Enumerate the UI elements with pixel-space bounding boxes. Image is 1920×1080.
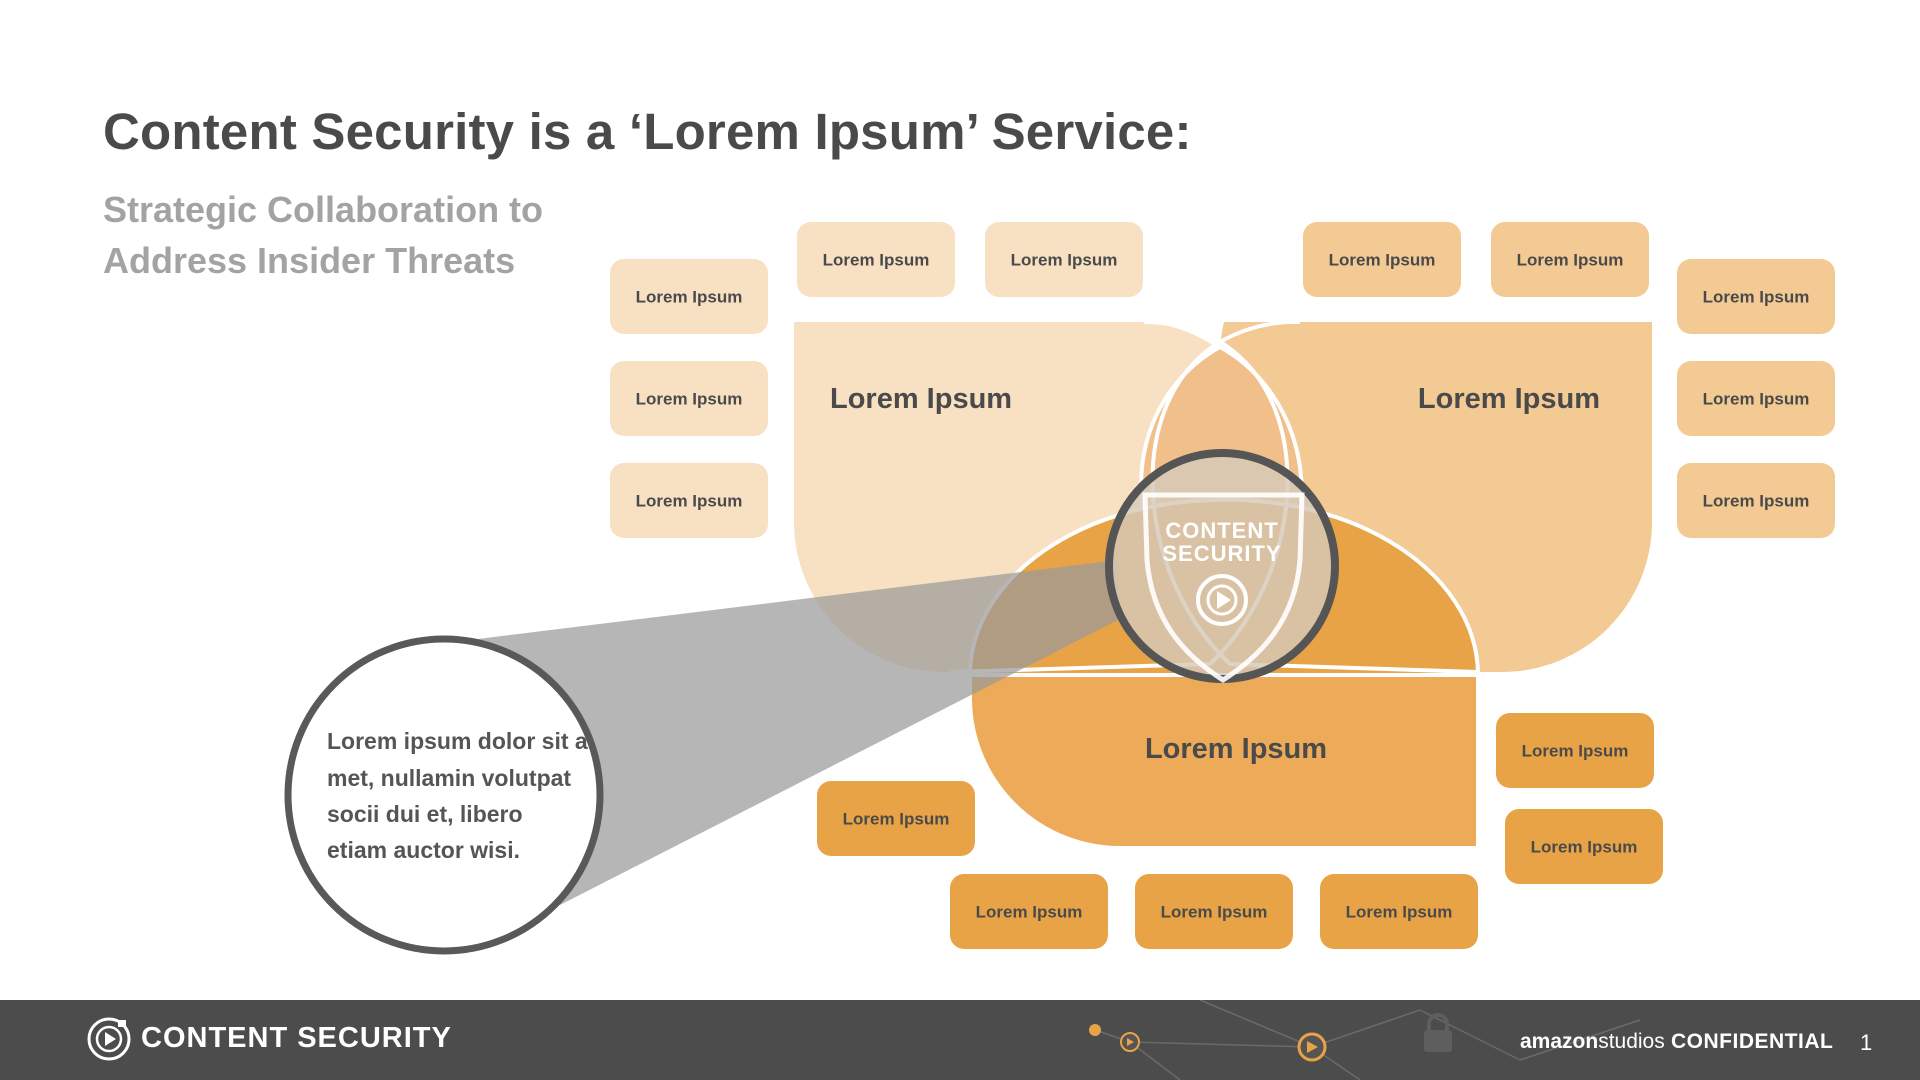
content-security-logo-icon — [87, 1017, 131, 1061]
callout-line-1: Lorem ipsum dolor sit a — [327, 728, 588, 754]
tag-label: Lorem Ipsum — [1329, 251, 1436, 270]
callout-text: Lorem ipsum dolor sit a met, nullamin vo… — [327, 728, 588, 863]
callout-line-3: socii dui et, libero — [327, 801, 523, 827]
lobe-label-bottom: Lorem Ipsum — [1145, 733, 1327, 765]
page-number: 1 — [1860, 1030, 1873, 1055]
page-subtitle: Strategic Collaboration to Address Insid… — [103, 184, 623, 286]
tag-box — [610, 259, 768, 334]
footer-brand: CONTENT SECURITY — [141, 1022, 452, 1054]
tag-box — [610, 361, 768, 436]
tag-box — [1303, 222, 1461, 297]
bottom-lobe — [968, 673, 1480, 850]
tag-label: Lorem Ipsum — [1161, 903, 1268, 922]
callout-line-4: etiam auctor wisi. — [327, 837, 520, 863]
footer-bar: CONTENT SECURITY amazonstudios CONFIDENT… — [0, 1000, 1920, 1080]
tag-box — [797, 222, 955, 297]
globe-play-icon — [1196, 574, 1248, 626]
network-node-icon — [1089, 1024, 1101, 1036]
callout-circle — [284, 635, 604, 955]
tag-box — [950, 874, 1108, 949]
tag-box — [1677, 463, 1835, 538]
callout-cone — [470, 560, 1118, 905]
venn-diagram: CONTENT SECURITY Lorem ipsum dolor sit a… — [284, 222, 1835, 955]
page-title: Content Security is a ‘Lorem Ipsum’ Serv… — [103, 103, 1192, 160]
tag-label: Lorem Ipsum — [1517, 251, 1624, 270]
tag-label: Lorem Ipsum — [636, 492, 743, 511]
tag-label: Lorem Ipsum — [976, 903, 1083, 922]
tag-label: Lorem Ipsum — [1703, 492, 1810, 511]
tag-box — [1320, 874, 1478, 949]
tag-box — [1505, 809, 1663, 884]
lock-icon — [1424, 1013, 1452, 1052]
tag-box — [610, 463, 768, 538]
callout-line-2: met, nullamin volutpat — [327, 765, 571, 791]
tag-label: Lorem Ipsum — [636, 390, 743, 409]
tag-box — [1677, 259, 1835, 334]
amazon-studios-logo: amazonstudios — [1520, 1030, 1665, 1054]
lobe-label-left: Lorem Ipsum — [830, 383, 1012, 415]
tag-label: Lorem Ipsum — [823, 251, 930, 270]
tag-box — [1491, 222, 1649, 297]
tag-box — [1496, 713, 1654, 788]
tag-box — [985, 222, 1143, 297]
badge-line-2: SECURITY — [1162, 541, 1281, 566]
tag-box — [1677, 361, 1835, 436]
tag-label: Lorem Ipsum — [1011, 251, 1118, 270]
studios-wordmark: studios — [1598, 1030, 1665, 1053]
amazon-wordmark: amazon — [1520, 1030, 1599, 1053]
shield-icon — [1142, 492, 1305, 683]
badge-line-1: CONTENT — [1165, 518, 1278, 543]
tag-label: Lorem Ipsum — [1703, 288, 1810, 307]
tag-box — [817, 781, 975, 856]
tag-label: Lorem Ipsum — [1522, 742, 1629, 761]
lobe-label-right: Lorem Ipsum — [1418, 383, 1600, 415]
tag-label: Lorem Ipsum — [636, 288, 743, 307]
tag-label: Lorem Ipsum — [1531, 838, 1638, 857]
confidential-label: CONFIDENTIAL — [1671, 1030, 1834, 1053]
tag-box — [1135, 874, 1293, 949]
tag-label: Lorem Ipsum — [1703, 390, 1810, 409]
subtitle-line-2: Address Insider Threats — [103, 240, 516, 281]
tag-label: Lorem Ipsum — [1346, 903, 1453, 922]
tag-label: Lorem Ipsum — [843, 810, 950, 829]
network-decoration — [1089, 1000, 1641, 1080]
subtitle-line-1: Strategic Collaboration to — [103, 189, 544, 230]
